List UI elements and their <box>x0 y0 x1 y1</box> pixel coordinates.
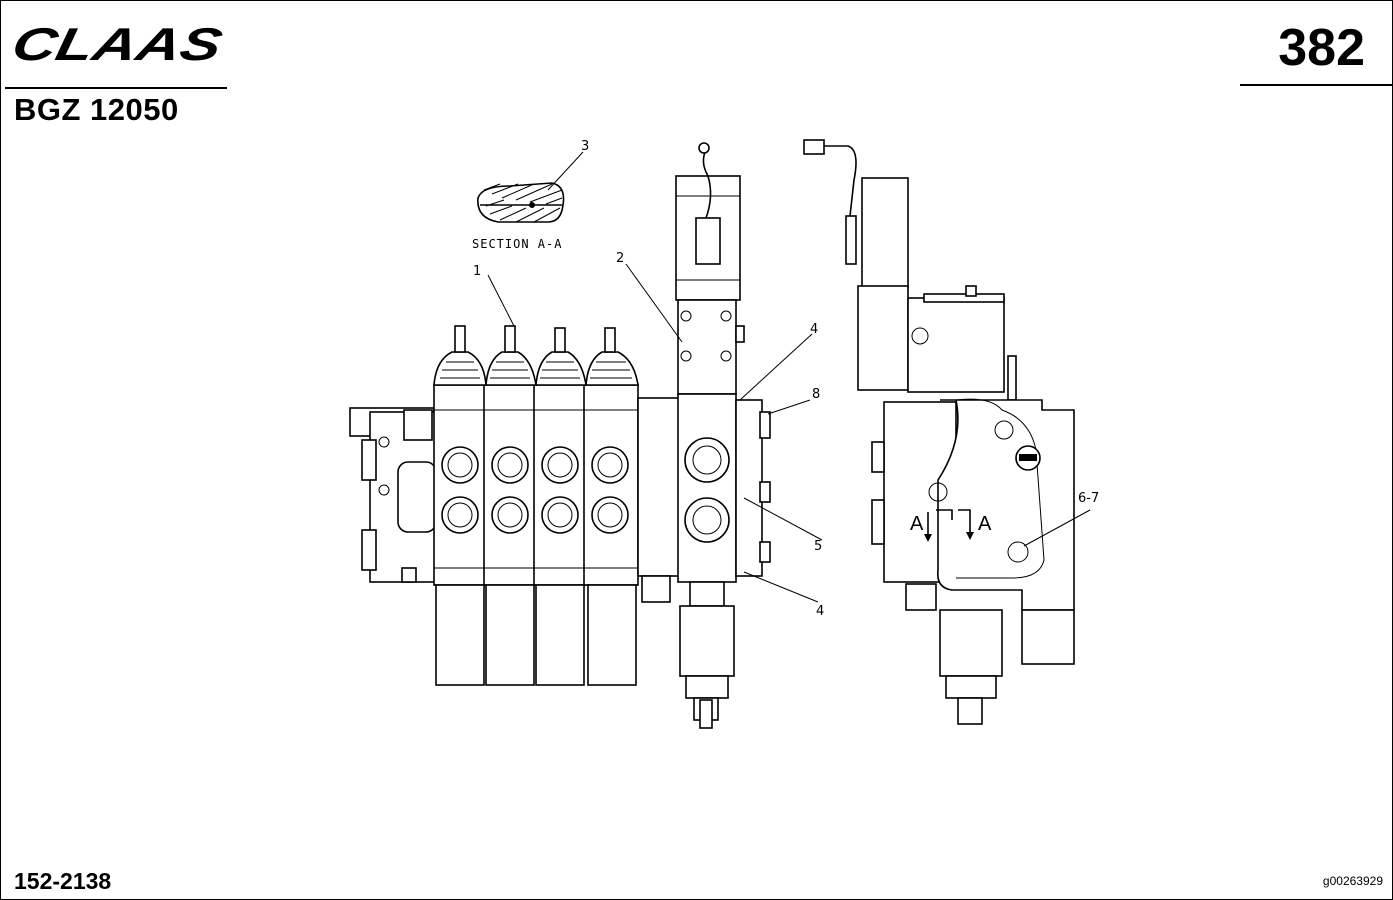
catalog-number: 152-2138 <box>14 868 112 894</box>
image-id: g00263929 <box>1322 874 1383 888</box>
lever-boots <box>433 325 639 386</box>
callout-6-7: 6-7 <box>1078 491 1099 506</box>
header-rule-left <box>5 87 227 89</box>
flow-marker-a-left: A <box>910 513 924 535</box>
callout-numbers: 3 1 2 4 8 5 4 6-7 <box>473 139 1099 619</box>
section-a-a-detail: SECTION A-A <box>472 182 565 251</box>
flow-marker-a-right: A <box>978 513 992 535</box>
center-valve-assembly <box>675 142 771 729</box>
leader-lines <box>487 151 1091 603</box>
callout-4-top: 4 <box>810 322 818 337</box>
claas-logo: CLAAS <box>12 22 227 66</box>
page-number: 382 <box>1278 19 1365 77</box>
header-rule-right <box>1240 84 1393 86</box>
side-view-assembly: A A <box>803 139 1075 725</box>
control-valve-stack <box>349 325 683 686</box>
callout-5: 5 <box>814 539 822 554</box>
callout-8: 8 <box>812 387 820 402</box>
callout-2: 2 <box>616 251 624 266</box>
callout-4-bottom: 4 <box>816 604 824 619</box>
section-label: SECTION A-A <box>472 237 562 251</box>
doc-code: BGZ 12050 <box>14 92 179 127</box>
logo-wordmark: CLAAS <box>12 22 227 66</box>
callout-3: 3 <box>581 139 589 154</box>
callout-1: 1 <box>473 264 481 279</box>
